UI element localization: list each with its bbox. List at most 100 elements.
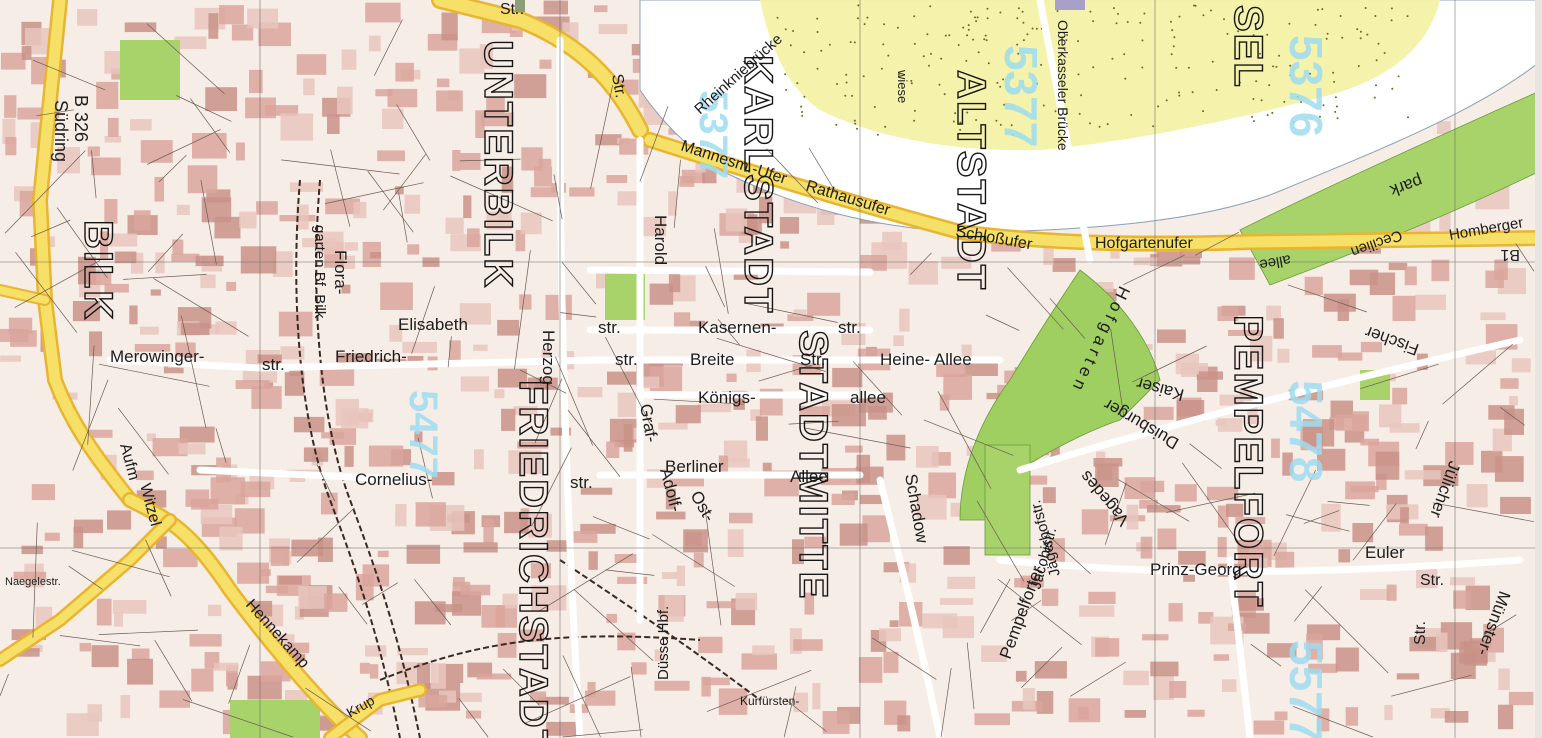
- meadow-dot: [1321, 8, 1324, 11]
- building-block: [418, 694, 448, 708]
- building-block: [1140, 480, 1165, 493]
- building-block: [278, 311, 313, 337]
- building-block: [943, 546, 970, 565]
- building-block: [1404, 470, 1441, 480]
- building-block: [1143, 406, 1174, 420]
- building-block: [387, 88, 418, 108]
- building-block: [528, 513, 552, 538]
- building-block: [513, 406, 538, 415]
- building-block: [883, 651, 899, 673]
- street-outline: [87, 345, 95, 445]
- street-outline: [553, 174, 563, 220]
- building-block: [247, 675, 282, 700]
- building-block: [1150, 661, 1179, 677]
- meadow-dot: [1061, 38, 1064, 40]
- meadow-dot: [957, 44, 960, 46]
- building-block: [1317, 448, 1346, 471]
- building-block: [679, 176, 695, 187]
- meadow-dot: [1226, 32, 1229, 35]
- building-block: [787, 314, 814, 321]
- street-outline: [36, 109, 75, 117]
- building-block: [1466, 484, 1488, 508]
- street-outline: [1294, 586, 1322, 622]
- building-block: [779, 217, 799, 234]
- building-block: [272, 251, 293, 277]
- building-block: [726, 373, 737, 382]
- building-block: [1376, 473, 1387, 490]
- street-outline: [182, 699, 293, 738]
- building-block: [1389, 423, 1420, 433]
- building-block: [1217, 306, 1239, 321]
- street-outline: [1304, 589, 1389, 674]
- building-block: [588, 551, 598, 570]
- building-block: [1445, 442, 1474, 465]
- meadow-dot: [862, 75, 865, 78]
- meadow-dot: [1383, 52, 1386, 54]
- building-block: [96, 598, 112, 626]
- district-stadtmitte: STADTMITTE: [791, 330, 835, 600]
- building-block: [674, 312, 691, 330]
- building-block: [1247, 405, 1258, 424]
- building-block: [226, 281, 237, 291]
- building-block: [668, 269, 681, 293]
- building-block: [606, 441, 620, 458]
- building-block: [341, 49, 357, 70]
- building-block: [606, 613, 617, 623]
- building-block: [150, 289, 161, 296]
- meadow-dot: [1202, 110, 1205, 113]
- street-outline: [338, 586, 368, 625]
- street-outline: [923, 419, 1014, 456]
- building-block: [1450, 577, 1476, 586]
- building-block: [13, 571, 47, 580]
- meadow-dot: [835, 123, 838, 126]
- meadow-dot: [1139, 21, 1142, 24]
- meadow-dot: [1390, 19, 1393, 22]
- street-outline: [1043, 530, 1091, 575]
- street-outline: [1189, 443, 1222, 469]
- street-outline: [605, 569, 655, 576]
- street-outline: [758, 364, 813, 382]
- building-block: [508, 450, 542, 474]
- meadow-dot: [1266, 114, 1269, 117]
- district-friedrichstadt: FRIEDRICHSTADT: [511, 380, 555, 738]
- street-outline: [215, 428, 227, 463]
- street-outline: [362, 582, 399, 605]
- building-block: [298, 585, 327, 609]
- district-karlstadt: KARLSTADT: [736, 55, 780, 314]
- street-outline: [562, 729, 644, 738]
- meadow-dot: [1022, 39, 1025, 42]
- building-block: [1500, 496, 1531, 514]
- building-block: [185, 489, 210, 507]
- street-outline: [396, 104, 431, 161]
- building-block: [1157, 329, 1186, 343]
- building-block: [1133, 257, 1158, 266]
- building-block: [495, 605, 505, 628]
- building-block: [733, 390, 745, 410]
- meadow-dot: [986, 17, 989, 20]
- building-block: [504, 511, 528, 534]
- building-block: [486, 97, 505, 114]
- road-label-heine-allee: Heine- Allee: [880, 350, 972, 369]
- building-block: [698, 403, 732, 413]
- grid-number: 5376: [1280, 35, 1332, 137]
- building-block: [1335, 647, 1359, 672]
- building-block: [501, 408, 516, 431]
- street-outline: [458, 697, 489, 738]
- building-block: [617, 576, 648, 584]
- building-block: [1095, 463, 1119, 487]
- street-outline: [1132, 345, 1207, 383]
- building-block: [1306, 633, 1323, 660]
- building-block: [129, 305, 138, 325]
- meadow-dot: [784, 28, 787, 31]
- street-outline: [228, 644, 251, 704]
- street-outline: [71, 549, 170, 578]
- meadow-dot: [913, 109, 916, 112]
- building-block: [1049, 538, 1065, 566]
- grid-number: 5577: [1280, 640, 1332, 738]
- meadow-dot: [1130, 114, 1133, 116]
- meadow-dot: [849, 41, 852, 44]
- building-block: [8, 317, 33, 334]
- building-block: [407, 244, 420, 255]
